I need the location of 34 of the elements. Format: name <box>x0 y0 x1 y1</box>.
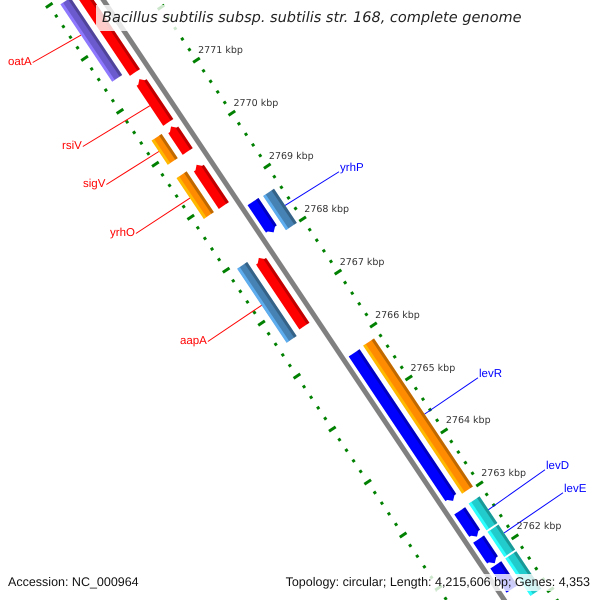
gene-feature <box>468 496 498 530</box>
gene-feature <box>263 188 297 230</box>
leader-line <box>106 150 160 185</box>
gene-label: aapA <box>180 335 207 347</box>
leader-line <box>488 469 546 510</box>
gene-label: rsiV <box>62 140 82 152</box>
gene-label: levR <box>479 368 502 380</box>
leader-line <box>207 304 262 342</box>
gene-label: levD <box>546 460 570 472</box>
leader-line <box>504 492 564 534</box>
leader-line <box>82 105 150 147</box>
gene-feature <box>176 171 214 219</box>
gene-label: sigV <box>83 178 106 190</box>
accession-text: Accession: NC_000964 <box>6 574 141 591</box>
gene-feature <box>488 524 516 557</box>
gene-feature <box>363 338 473 494</box>
genome-info-text: Topology: circular; Length: 4,215,606 bp; Genes: 4,353 <box>284 574 592 591</box>
gene-feature <box>152 134 178 165</box>
scale-label: 2762 kbp <box>516 521 562 532</box>
gene-label: levE <box>564 483 586 495</box>
scale-label: 2770 kbp <box>234 98 278 109</box>
leader-line <box>32 34 82 63</box>
scale-label: 2763 kbp <box>481 468 526 480</box>
gene-label: yrhO <box>110 227 135 239</box>
leader-line <box>424 377 478 415</box>
scale-label: 2765 kbp <box>410 362 456 374</box>
scale-label: 2767 kbp <box>340 256 384 268</box>
leader-line <box>284 171 340 206</box>
gene-label: oatA <box>8 56 32 68</box>
gene-feature <box>136 79 174 126</box>
scale-label: 2764 kbp <box>446 415 491 426</box>
gene-label: yrhP <box>340 162 364 174</box>
leader-line <box>135 198 190 234</box>
gene-feature <box>237 262 297 343</box>
